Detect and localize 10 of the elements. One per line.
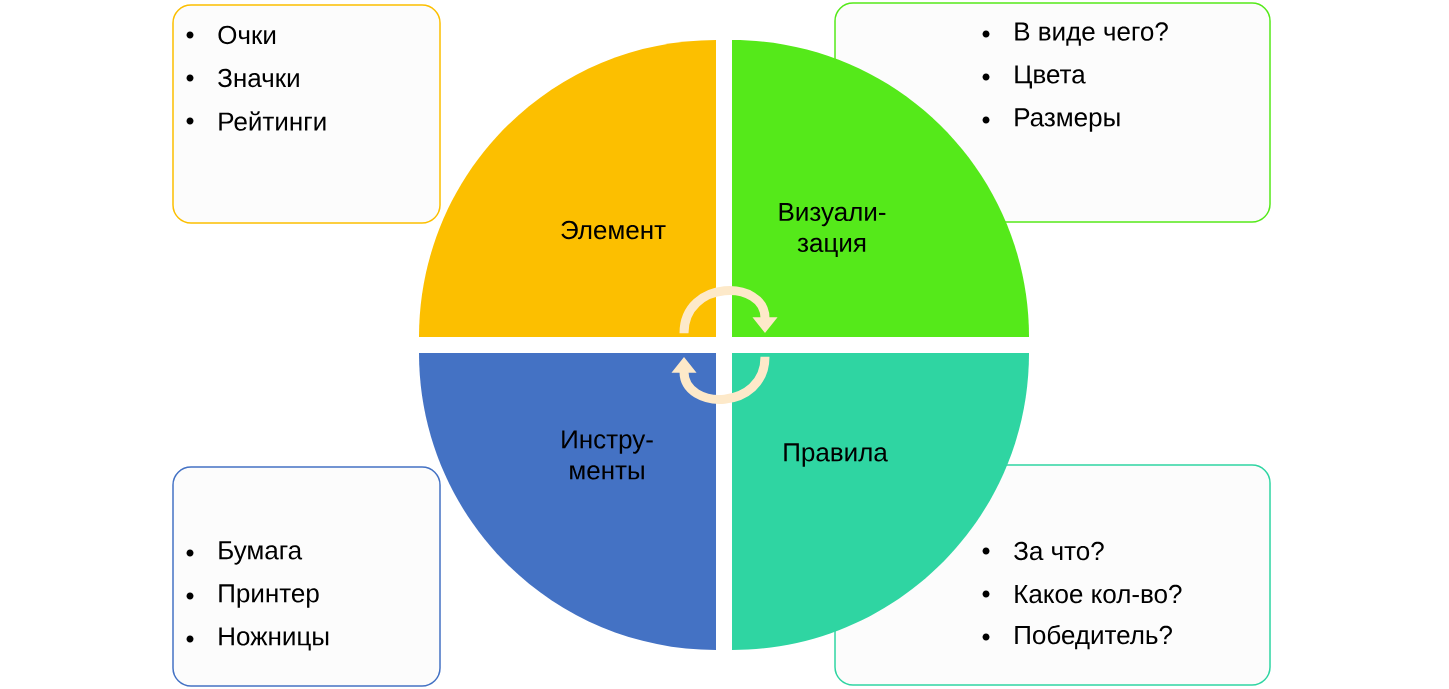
quadrant-sector: Элемент [419,40,716,337]
list-item: Рейтинги [186,111,326,131]
list-item: Значки [186,68,299,88]
cycle-arrow [679,286,778,334]
list-item: Принтер [186,584,319,608]
cycle-arrow [671,356,770,404]
list-item: Бумага [186,541,303,565]
quadrant-sector: Инстру- менты [419,353,716,650]
list-item: Ножницы [186,627,329,651]
list-item: Очки [186,25,276,45]
